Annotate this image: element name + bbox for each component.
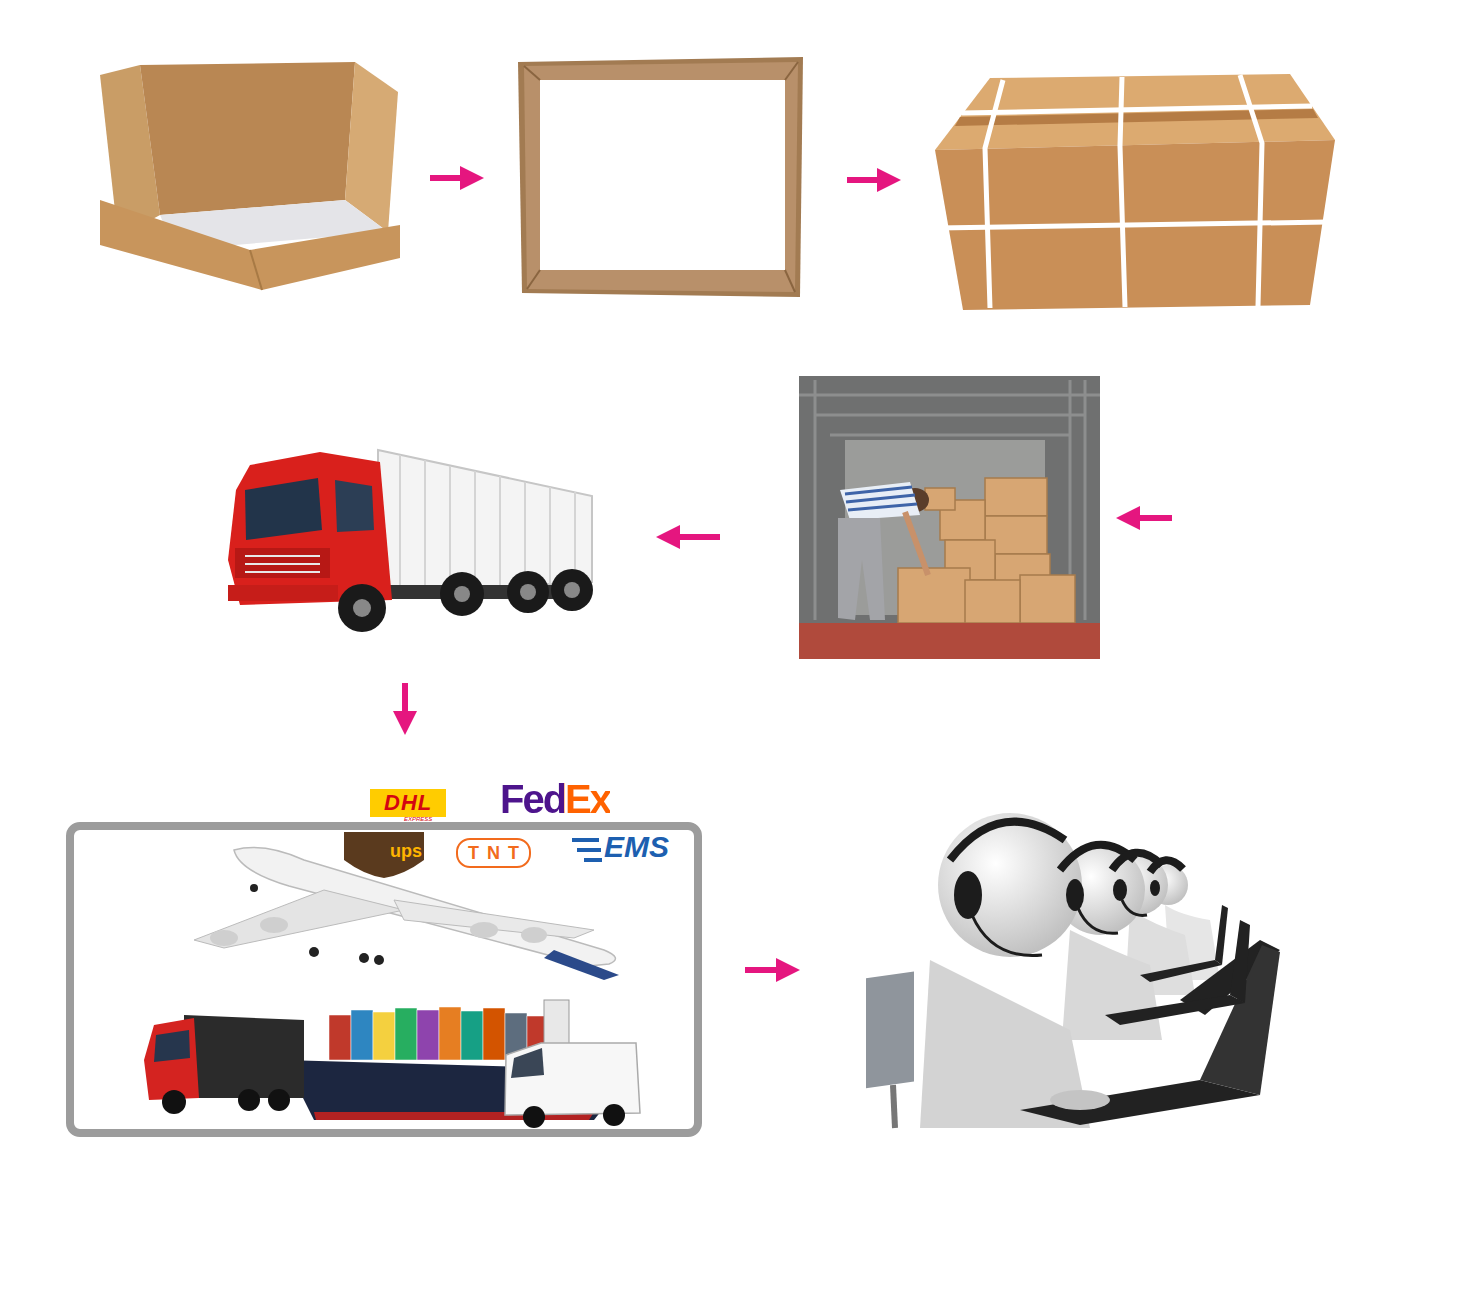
- ems-logo: EMS: [604, 832, 669, 862]
- container-loading-photo: [799, 376, 1100, 659]
- dhl-subtitle: EXPRESS: [404, 816, 432, 822]
- fedex-logo: FedEx: [500, 779, 610, 819]
- airplane: [194, 848, 619, 980]
- open-carton: [100, 62, 400, 290]
- tnt-logo: TNT: [456, 838, 531, 868]
- carton-frame: [518, 57, 803, 297]
- transport-panel: DHLEXPRESSFedExupsTNTEMS: [66, 822, 702, 1137]
- delivery-van: [505, 1043, 640, 1128]
- ups-logo: ups: [390, 842, 422, 860]
- red-truck: [228, 450, 593, 632]
- flow-arrow: [405, 178, 1172, 970]
- transport-illustration: [74, 830, 694, 1129]
- strapped-carton: [935, 74, 1335, 310]
- dhl-logo: DHL: [370, 789, 446, 817]
- delivery-truck: [144, 1015, 304, 1114]
- worker: [838, 482, 929, 620]
- customer-service-agents: [866, 813, 1280, 1128]
